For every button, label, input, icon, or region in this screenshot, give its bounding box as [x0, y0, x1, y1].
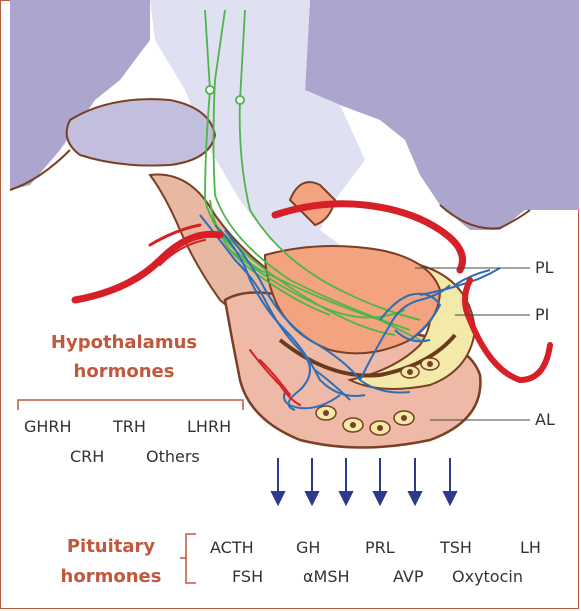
hormone-fsh: FSH: [232, 567, 263, 586]
hormone-gh: GH: [296, 538, 320, 557]
hormone-oxytocin: Oxytocin: [452, 567, 523, 586]
pituitary-title-line2: hormones: [61, 566, 162, 587]
hormone-lh: LH: [520, 538, 541, 557]
hormone-ghrh: GHRH: [24, 417, 72, 436]
hormone-crh: CRH: [70, 447, 104, 466]
hormone-lhrh: LHRH: [187, 417, 231, 436]
hormone-others: Others: [146, 447, 200, 466]
hormone-acth: ACTH: [210, 538, 254, 557]
brain-lobe-left: [67, 99, 215, 165]
hypothalamus-bracket: [18, 400, 243, 410]
hypothalamus-title-line2: hormones: [74, 361, 175, 382]
pituitary-title-line1: Pituitary: [67, 536, 156, 557]
brain-tissue-right: [305, 0, 579, 230]
pituitary-bracket: [180, 534, 196, 583]
hormone-amsh: αMSH: [303, 567, 350, 586]
secretion-arrows: [272, 458, 456, 504]
hormone-prl: PRL: [365, 538, 395, 557]
hypothalamus-title-line1: Hypothalamus: [51, 332, 197, 353]
label-pl: PL: [535, 258, 554, 277]
label-al: AL: [535, 410, 555, 429]
label-pi: PI: [535, 305, 549, 324]
hormone-trh: TRH: [112, 417, 146, 436]
hormone-tsh: TSH: [439, 538, 472, 557]
hormone-avp: AVP: [393, 567, 424, 586]
